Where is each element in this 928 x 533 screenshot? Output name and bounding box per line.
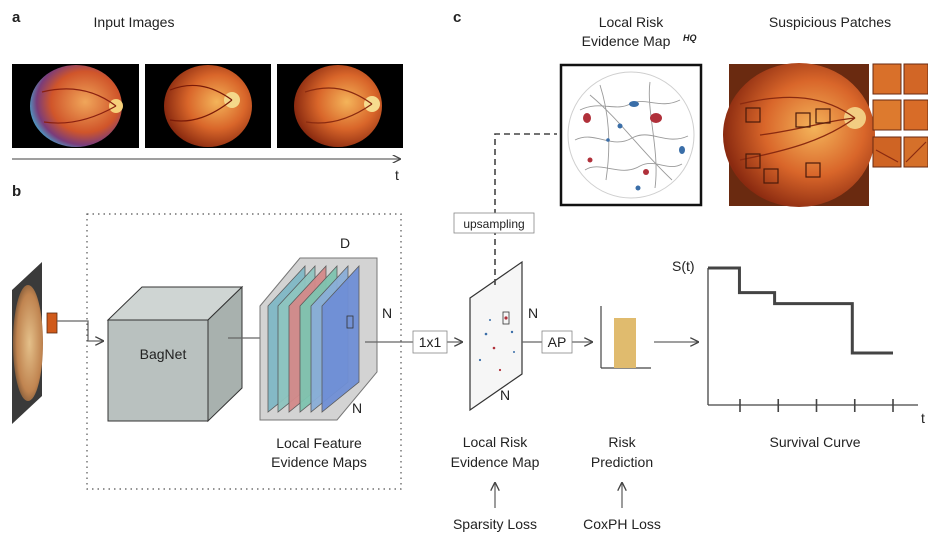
sparsity-loss-label: Sparsity Loss	[453, 516, 537, 532]
survival-curve-chart	[707, 266, 918, 412]
risk-evidence-map	[469, 260, 523, 412]
panel-c: Local Risk Evidence Map HQ Suspicious Pa…	[559, 14, 928, 207]
dim-d-label: D	[340, 235, 350, 251]
panel-b: BagNet D N N Local Feature Evidence Maps…	[12, 133, 925, 532]
feature-maps-label-line2: Evidence Maps	[271, 454, 367, 470]
suspicious-patches-title: Suspicious Patches	[769, 14, 891, 30]
risk-label-line2: Prediction	[591, 454, 653, 470]
pooling-label: AP	[548, 334, 567, 350]
input-image-2	[145, 64, 271, 148]
hq-map-title-line2: Evidence Map	[582, 33, 671, 49]
survival-x-label: t	[921, 410, 925, 426]
upsampling-label-box	[453, 212, 535, 234]
panel-b-label: b	[12, 183, 21, 200]
suspicious-fundus-image	[723, 63, 875, 207]
feature-maps-label-line1: Local Feature	[276, 435, 362, 451]
panel-a-label: a	[12, 9, 21, 26]
hq-map-title-line1: Local Risk	[599, 14, 665, 30]
upsampling-dashed-line	[494, 133, 557, 285]
time-axis-label: t	[395, 167, 399, 183]
upsampling-label: upsampling	[463, 217, 524, 231]
panel-a: Input Images t	[12, 14, 403, 183]
dim-n-right-label: N	[382, 305, 392, 321]
conv-label-box	[412, 330, 448, 354]
conv-label: 1x1	[419, 334, 442, 350]
input-fundus-image	[12, 262, 58, 424]
risk-prediction-bar	[600, 306, 651, 369]
input-images-title: Input Images	[94, 14, 175, 30]
hq-superscript: HQ	[683, 33, 697, 43]
bagnet-block	[106, 285, 244, 423]
feature-map-stack	[259, 257, 378, 421]
survival-series-line	[708, 266, 893, 355]
input-patch	[46, 312, 58, 334]
input-image-1	[12, 64, 139, 148]
risk-map-label-line2: Evidence Map	[451, 454, 540, 470]
coxph-loss-label: CoxPH Loss	[583, 516, 661, 532]
patch-grid	[872, 63, 928, 168]
patch-to-bagnet-arrow	[57, 320, 103, 341]
risk-map-dim-bottom: N	[500, 387, 510, 403]
pooling-label-box	[541, 330, 573, 354]
survival-y-label: S(t)	[672, 258, 695, 274]
input-image-3	[277, 64, 403, 148]
risk-label-line1: Risk	[608, 434, 636, 450]
hq-risk-map	[559, 63, 703, 207]
dim-n-bottom-label: N	[352, 400, 362, 416]
survival-title: Survival Curve	[769, 434, 860, 450]
bagnet-label: BagNet	[140, 346, 187, 362]
model-dotted-frame	[86, 213, 402, 490]
panel-c-label: c	[453, 9, 461, 26]
risk-map-label-line1: Local Risk	[463, 434, 529, 450]
risk-map-dim-right: N	[528, 305, 538, 321]
